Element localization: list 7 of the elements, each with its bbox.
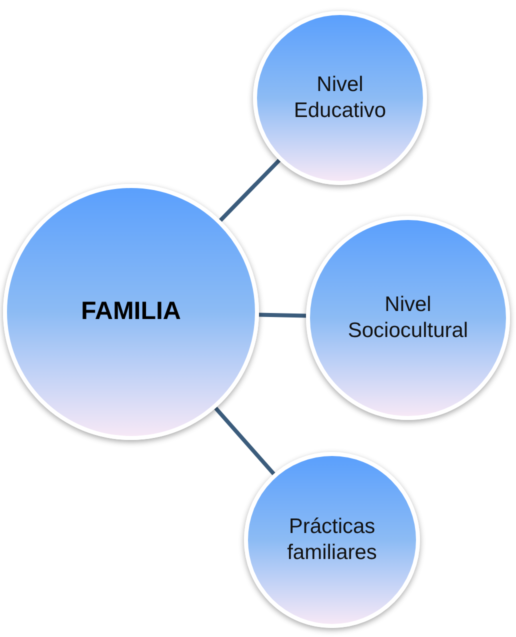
node-label: Nivel Sociocultural (346, 292, 470, 344)
connector-line (219, 158, 281, 222)
connector-line (214, 406, 276, 476)
connector-line (258, 312, 306, 318)
node-label: FAMILIA (81, 296, 181, 328)
node-label: Nivel Educativo (292, 72, 388, 124)
node-label: Prácticas familiares (286, 514, 378, 566)
